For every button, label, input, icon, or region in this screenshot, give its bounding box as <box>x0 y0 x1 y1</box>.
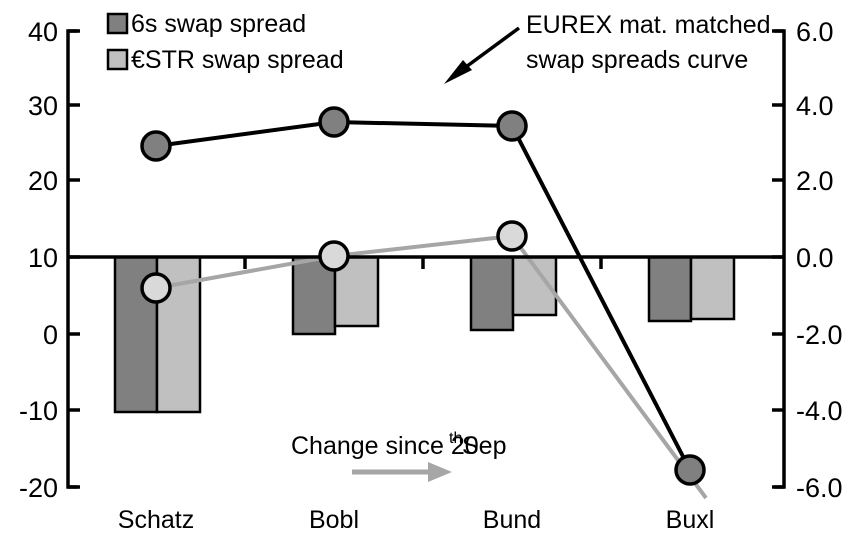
marker-change-bobl <box>318 240 350 272</box>
legend-label-6s: 6s swap spread <box>131 10 306 38</box>
left-axis-tick-labels: 40 30 20 10 0 -10 -20 <box>19 17 58 503</box>
change-note-arrow-head <box>428 462 452 482</box>
marker-eurex-schatz <box>140 130 172 162</box>
left-tick-label: -20 <box>19 473 58 503</box>
marker-change-schatz <box>140 272 172 304</box>
marker-eurex-bund <box>496 110 528 142</box>
left-axis-ticks <box>68 29 80 489</box>
right-axis-tick-labels: 6.0 4.0 2.0 0.0 -2.0 -4.0 -6.0 <box>796 17 843 503</box>
callout-arrow-head <box>444 60 472 84</box>
left-tick-label: 0 <box>43 320 58 350</box>
marker-eurex-bobl <box>318 106 350 138</box>
bar-6s-buxl <box>647 255 693 323</box>
legend-label-estr: €STR swap spread <box>131 46 344 74</box>
bar-group-buxl <box>647 255 736 323</box>
category-label-bund: Bund <box>483 506 541 534</box>
right-tick-label: -4.0 <box>796 396 843 426</box>
change-since-note: Change since 20 th Sep <box>291 430 506 482</box>
marker-eurex-buxl <box>674 454 706 486</box>
series-line-eurex <box>155 119 692 471</box>
right-axis-ticks <box>772 29 784 489</box>
left-tick-label: -10 <box>19 396 58 426</box>
callout-text-line2: swap spreads curve <box>526 46 748 74</box>
left-tick-label: 30 <box>28 91 58 121</box>
right-tick-label: 2.0 <box>796 166 834 196</box>
callout-text-line1: EUREX mat. matched <box>526 11 771 39</box>
right-tick-label: 6.0 <box>796 17 834 47</box>
right-axis-spine <box>774 29 786 489</box>
right-tick-label: 4.0 <box>796 91 834 121</box>
right-tick-label: -6.0 <box>796 473 843 503</box>
bar-estr-buxl <box>689 255 736 321</box>
series-line-change-since <box>155 233 708 500</box>
change-note-prefix: Change since 20 <box>291 432 479 460</box>
bar-6s-bund <box>469 255 515 332</box>
chart-legend: 6s swap spread €STR swap spread <box>106 10 344 74</box>
category-label-schatz: Schatz <box>118 506 194 534</box>
marker-change-bund <box>496 220 528 252</box>
left-axis-spine <box>66 29 78 489</box>
bar-group-bund <box>469 255 558 332</box>
category-label-buxl: Buxl <box>666 506 715 534</box>
left-tick-label: 10 <box>28 243 58 273</box>
category-ticks <box>243 257 603 269</box>
left-tick-label: 20 <box>28 166 58 196</box>
category-label-bobl: Bobl <box>309 506 359 534</box>
legend-swatch-estr <box>106 48 129 71</box>
change-note-suffix: Sep <box>462 432 506 460</box>
category-labels: Schatz Bobl Bund Buxl <box>118 506 715 534</box>
callout-annotation: EUREX mat. matched swap spreads curve <box>444 11 771 84</box>
left-tick-label: 40 <box>28 17 58 47</box>
right-tick-label: -2.0 <box>796 320 843 350</box>
legend-swatch-6s <box>106 12 129 35</box>
right-tick-label: 0.0 <box>796 243 834 273</box>
change-note-superscript: th <box>449 430 462 447</box>
